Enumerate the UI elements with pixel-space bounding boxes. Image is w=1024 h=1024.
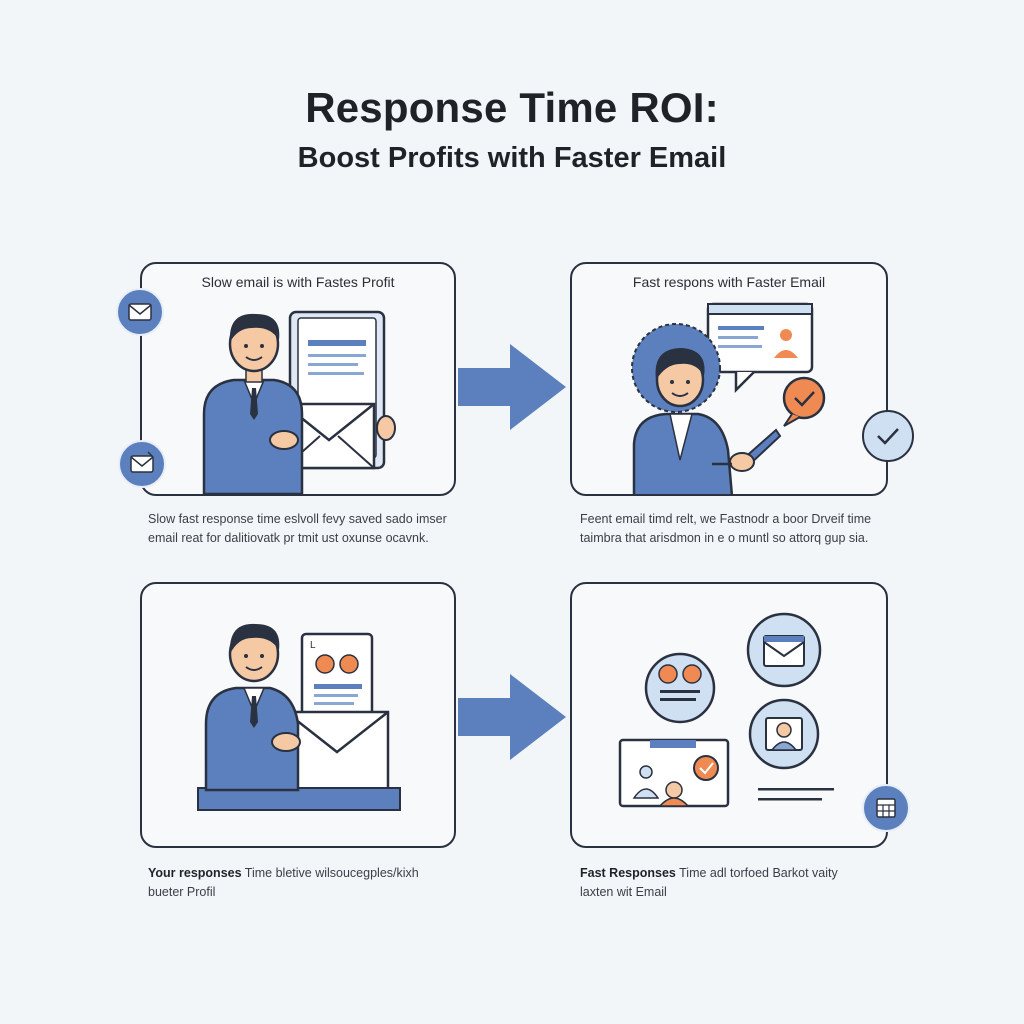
panel-fast-response: Fast respons with Faster Email [570,262,888,496]
envelope-icon [130,451,154,473]
caption-lead: Your responses [148,866,242,880]
caption-line: Your responses Time bletive wilsoucegple… [148,864,478,883]
page-subtitle: Boost Profits with Faster Email [297,142,727,174]
calendar-icon [876,798,896,818]
caption-rest: Time adl torfoed Barkot vaity [675,866,838,880]
caption-line: email reat for dalitiovatk pr tmit ust o… [148,531,429,545]
calendar-badge [862,784,910,832]
caption-line: Feent email timd relt, we Fastnodr a boo… [580,512,872,526]
document-label: L [310,640,316,651]
businessman-with-document-illustration [202,310,396,494]
page-title: Response Time ROI: [305,84,719,131]
profit-channels-illustration [618,612,834,808]
caption-rest: Time bletive wilsoucegples/kixh [241,866,419,880]
caption-fast-response: Feent email timd relt, we Fastnodr a boo… [580,510,900,548]
caption-fast-profit: Fast Responses Time adl torfoed Barkot v… [580,864,910,902]
envelope-icon [128,303,152,321]
caption-line: taimbra that arisdmon in e o muntl so at… [580,531,869,545]
panel-title-fast-response: Fast respons with Faster Email [632,274,826,290]
caption-response-profit: Your responses Time bletive wilsoucegple… [148,864,478,902]
panel-fast-profit [570,582,888,848]
check-badge [862,410,914,462]
email-badge-top [116,288,164,336]
caption-slow-email: Slow fast response time eslvoll fevy sav… [148,510,468,548]
panel-title-slow-email: Slow email is with Fastes Profit [201,274,395,290]
panel-response-profit: L [140,582,456,848]
caption-line: laxten wit Email [580,885,667,899]
person-with-chat-illustration [631,302,826,494]
checkmark-icon [877,428,899,445]
arrow-right-icon [458,674,566,760]
caption-line: Fast Responses Time adl torfoed Barkot v… [580,864,910,883]
businessman-with-invoice-illustration: L [197,623,401,811]
arrow-right-icon [458,344,566,430]
panel-slow-email: Slow email is with Fastes Profit [140,262,456,496]
caption-line: Slow fast response time eslvoll fevy sav… [148,512,447,526]
email-badge-bottom [118,440,166,488]
caption-lead: Fast Responses [580,866,676,880]
arrow-right-bottom [456,670,568,764]
caption-line: bueter Profil [148,885,216,899]
arrow-right-top [456,340,568,434]
